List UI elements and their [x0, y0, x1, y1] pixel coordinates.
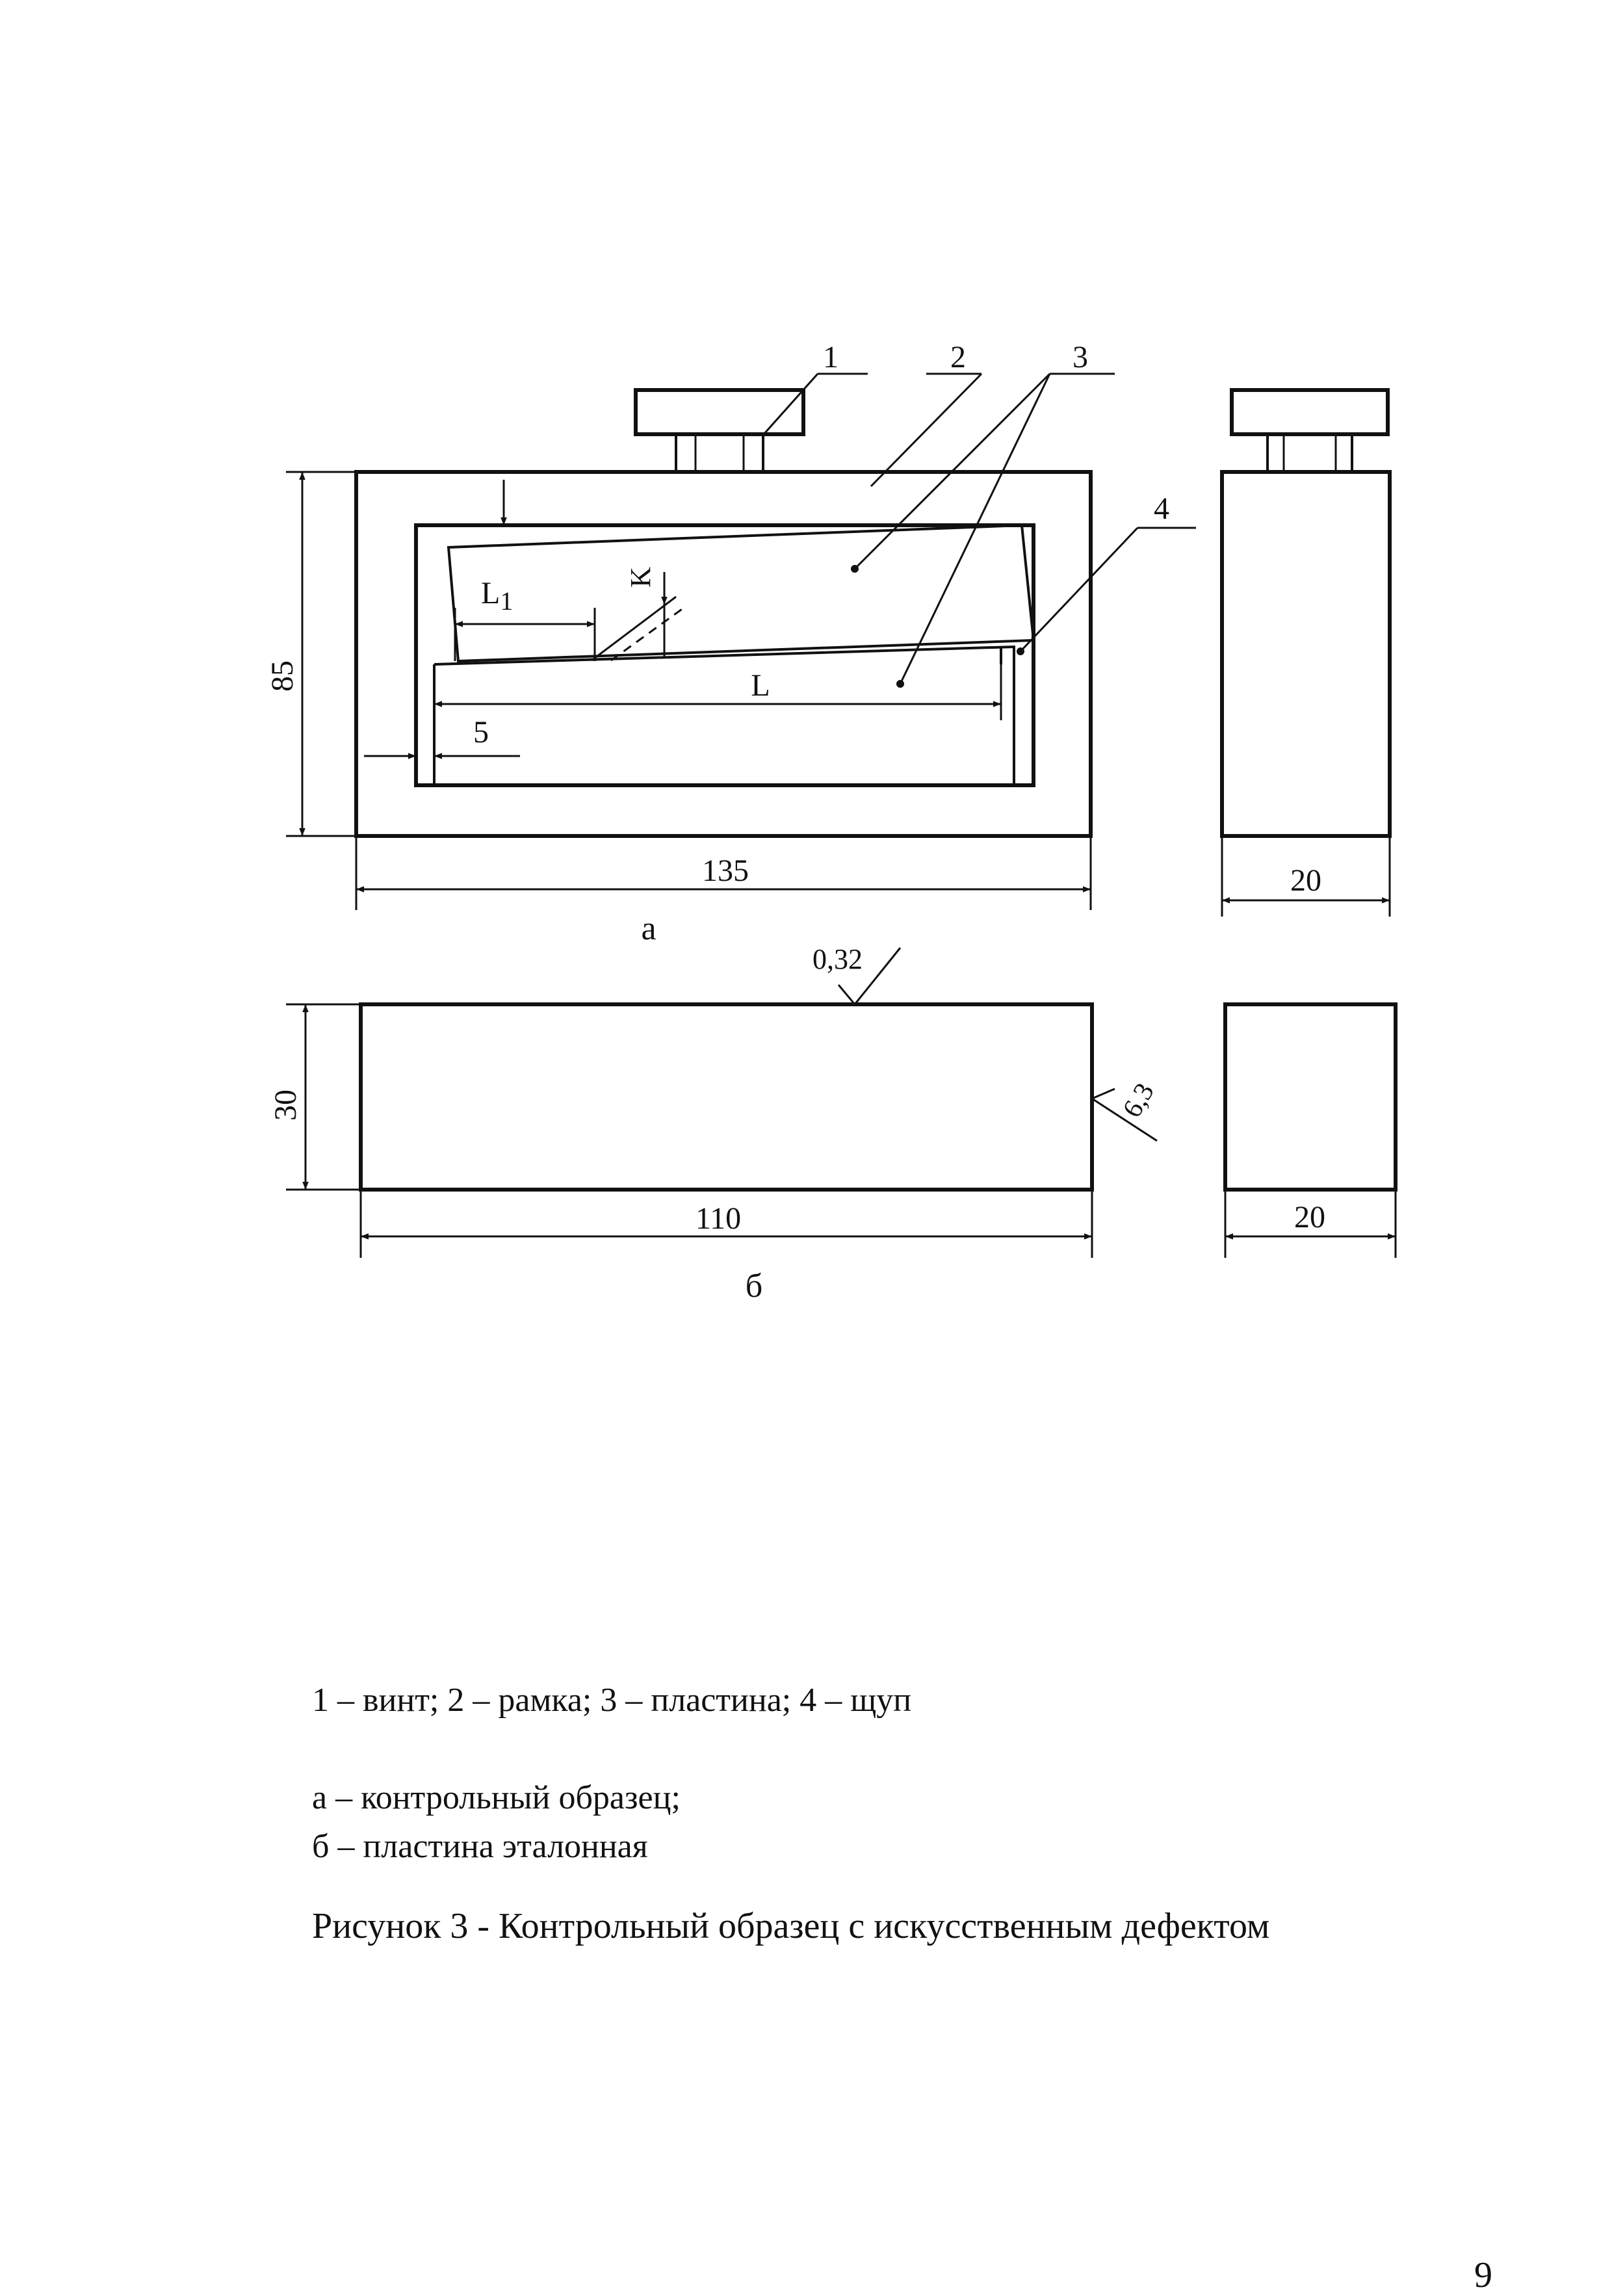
figure-caption: Рисунок 3 - Контрольный образец с искусс… — [312, 1906, 1270, 1946]
callout-3: 3 — [1072, 340, 1088, 374]
view-a-side: 20 — [1220, 388, 1392, 917]
view-label-a: а — [641, 910, 656, 947]
dim-20-b-label: 20 — [1294, 1200, 1325, 1234]
dim-L-label: L — [751, 668, 770, 703]
dim-K-label: K — [625, 567, 656, 588]
callout-4: 4 — [1154, 491, 1169, 526]
legend-view-b: б – пластина эталонная — [312, 1828, 648, 1865]
plate-3 — [433, 645, 1015, 787]
view-b-side: 20 — [1223, 1002, 1398, 1258]
dim-5: 5 — [364, 715, 520, 785]
page-number: 9 — [1474, 2255, 1492, 2295]
view-label-b: б — [746, 1268, 762, 1305]
view-b-front: 0,32 6,3 — [359, 943, 1160, 1192]
technical-drawing: 85 135 5 L L1 K 1 2 — [265, 340, 1398, 1305]
dim-110-label: 110 — [696, 1201, 741, 1236]
callouts: 1 2 3 4 — [762, 340, 1196, 688]
dim-135-label: 135 — [702, 854, 749, 888]
dim-L: L — [433, 664, 1002, 720]
dim-K: K — [625, 567, 668, 658]
screw-knob — [634, 388, 805, 473]
dim-L1-label: L1 — [481, 576, 513, 616]
callout-1: 1 — [823, 340, 838, 374]
legend-parts: 1 – винт; 2 – рамка; 3 – пластина; 4 – щ… — [312, 1682, 912, 1719]
plate-tilted — [447, 523, 1035, 663]
dim-85-label: 85 — [265, 660, 300, 692]
dim-5-label: 5 — [473, 715, 489, 750]
dim-30-label: 30 — [268, 1089, 303, 1121]
dim-20-a-label: 20 — [1290, 863, 1321, 898]
legend-view-a: а – контрольный образец; — [312, 1779, 681, 1816]
dim-110: 110 — [359, 1190, 1093, 1258]
dim-135: 135 — [355, 836, 1092, 910]
roughness-side: 6,3 — [1117, 1078, 1160, 1123]
callout-2: 2 — [950, 340, 966, 374]
defect-line — [591, 595, 677, 662]
roughness-top: 0,32 — [812, 943, 863, 975]
dim-L1: L1 — [454, 576, 596, 661]
view-a-front — [354, 388, 1093, 838]
dim-30: 30 — [268, 1003, 361, 1191]
dim-85: 85 — [265, 471, 356, 837]
frame-outer — [354, 470, 1093, 838]
